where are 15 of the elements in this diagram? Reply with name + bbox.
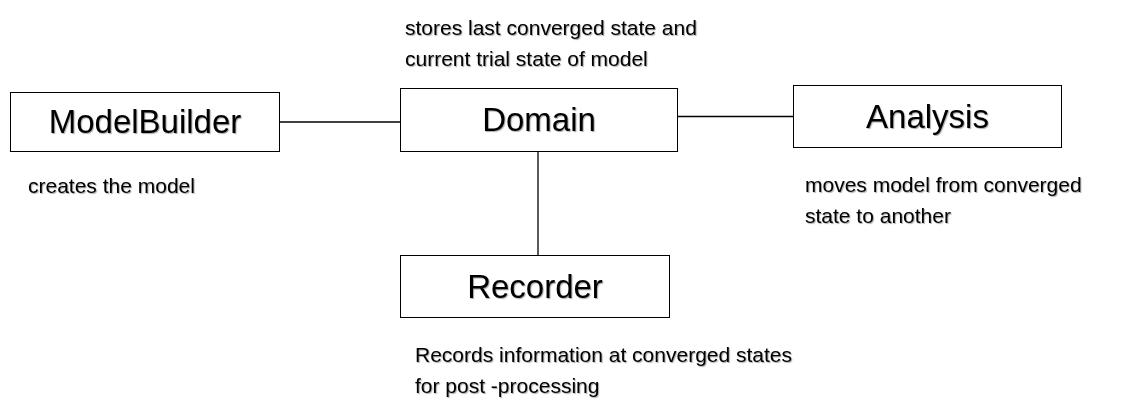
component-box — [10, 92, 280, 152]
component-name: Recorder — [467, 267, 603, 306]
description-text: Records information at converged states for post -processing — [415, 342, 794, 399]
component-box — [793, 85, 1062, 148]
description-text: creates the model — [28, 173, 196, 199]
component-box — [400, 255, 670, 318]
connector-line — [677, 115, 794, 118]
component-box — [400, 88, 678, 152]
connector-line — [279, 121, 401, 123]
component-name: Domain — [482, 101, 596, 139]
component-name: ModelBuilder — [48, 103, 242, 141]
description-text: moves model from converged state to another — [805, 172, 1083, 229]
component-name: Analysis — [866, 97, 989, 136]
connector-line — [537, 151, 539, 256]
description-text: stores last converged state and current trial state of model — [405, 15, 698, 72]
